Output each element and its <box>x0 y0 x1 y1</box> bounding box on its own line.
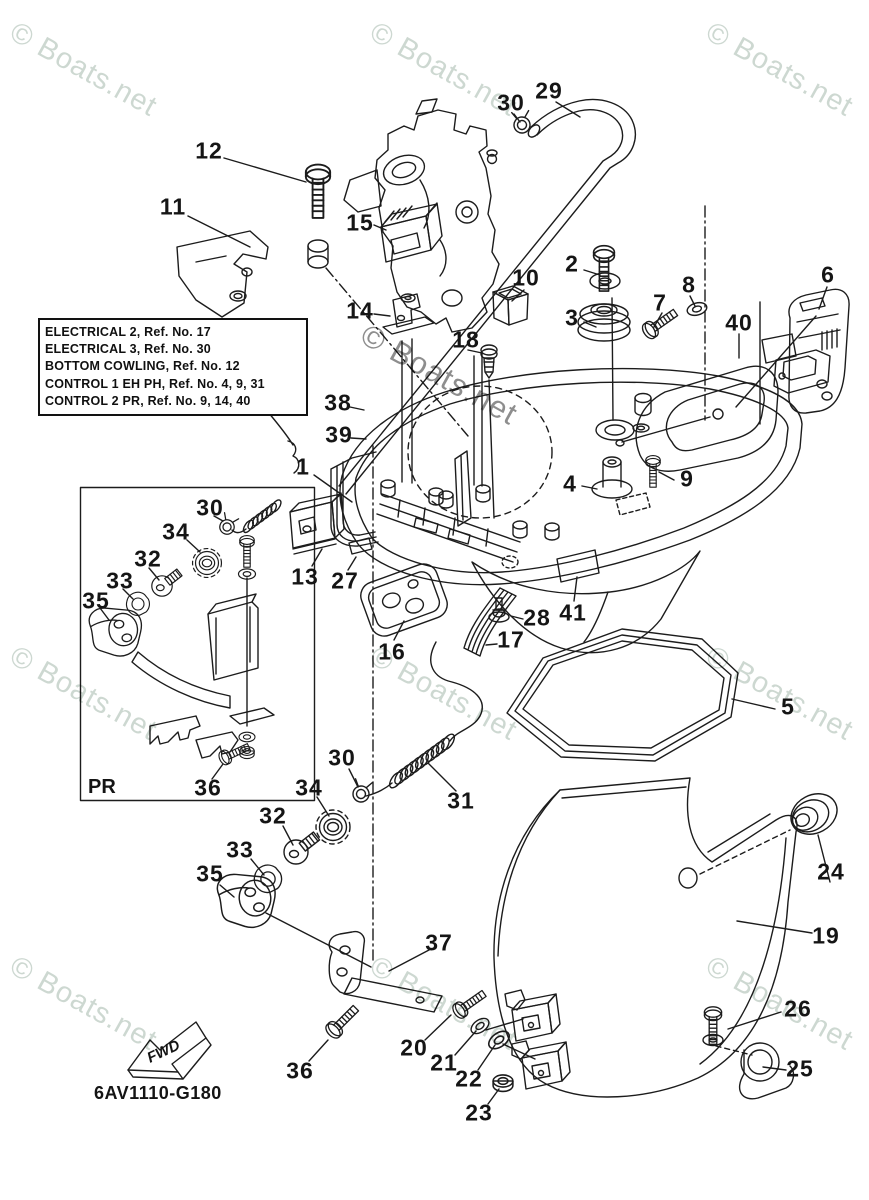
part-label-35: 35 <box>196 860 224 887</box>
part-label-17: 17 <box>497 626 525 653</box>
part-label-23: 23 <box>465 1099 493 1126</box>
reference-line: BOTTOM COWLING, Ref. No. 12 <box>45 359 240 374</box>
part-label-24: 24 <box>817 858 845 885</box>
part-label-37: 37 <box>425 929 453 956</box>
part-15-damper <box>380 202 443 263</box>
pan-front-parts <box>289 492 701 657</box>
part-label-32: 32 <box>259 802 287 829</box>
part-label-3: 3 <box>565 304 579 331</box>
part-label-9: 9 <box>680 465 694 492</box>
part-3-grommet <box>577 303 631 342</box>
part-40-plate <box>761 333 797 364</box>
part-label-16: 16 <box>378 638 406 665</box>
part-label-41: 41 <box>559 599 587 626</box>
part-label-30: 30 <box>196 494 224 521</box>
cover-clamp-plates <box>504 989 571 1090</box>
part-label-6: 6 <box>821 261 835 288</box>
part-label-34: 34 <box>162 518 190 545</box>
gasket-5 <box>506 628 739 762</box>
part-label-36: 36 <box>194 774 222 801</box>
part-label-5: 5 <box>781 693 795 720</box>
part-24-grommet <box>790 793 838 835</box>
part-label-13: 13 <box>291 563 319 590</box>
part-label-27: 27 <box>331 567 359 594</box>
part-label-12: 12 <box>195 137 223 164</box>
reference-box: ELECTRICAL 2, Ref. No. 17 ELECTRICAL 3, R… <box>38 318 308 417</box>
construction-lines <box>246 205 817 1060</box>
part-label-8: 8 <box>682 271 696 298</box>
part-label-29: 29 <box>535 77 563 104</box>
part-label-34: 34 <box>295 774 323 801</box>
part-11-bracket <box>176 230 269 318</box>
part-label-10: 10 <box>512 264 540 291</box>
inset-pr-box <box>79 486 316 802</box>
part-31-cable-tube <box>388 733 456 789</box>
reference-line: CONTROL 1 EH PH, Ref. No. 4, 9, 31 <box>45 376 265 391</box>
inset-variant-label: PR <box>88 776 116 798</box>
part-label-7: 7 <box>653 289 667 316</box>
control-cable-set <box>215 641 483 1042</box>
part-10-plug <box>492 285 529 326</box>
leader-lines <box>99 101 831 1105</box>
part-label-33: 33 <box>106 567 134 594</box>
part-label-4: 4 <box>563 470 577 497</box>
part-label-28: 28 <box>523 604 551 631</box>
part-label-20: 20 <box>400 1034 428 1061</box>
reference-line: ELECTRICAL 2, Ref. No. 17 <box>45 325 211 339</box>
part-label-36: 36 <box>286 1057 314 1084</box>
part-label-15: 15 <box>346 209 374 236</box>
part-25-bracket <box>739 1042 795 1100</box>
cover-hardware <box>449 793 838 1100</box>
part-label-1: 1 <box>296 453 310 480</box>
part-label-2: 2 <box>565 250 579 277</box>
side-cover-19 <box>493 777 798 1098</box>
part-label-32: 32 <box>134 545 162 572</box>
reference-line: CONTROL 2 PR, Ref. No. 9, 14, 40 <box>45 393 251 408</box>
part-label-25: 25 <box>786 1055 814 1082</box>
inset-cable-tube <box>242 499 282 534</box>
reference-line: ELECTRICAL 3, Ref. No. 30 <box>45 342 211 357</box>
part-label-33: 33 <box>226 836 254 863</box>
part-label-35: 35 <box>82 587 110 614</box>
part-label-18: 18 <box>452 326 480 353</box>
part-label-39: 39 <box>325 421 353 448</box>
part-label-38: 38 <box>324 389 352 416</box>
top-hardware <box>480 244 850 414</box>
part-label-30: 30 <box>497 89 525 116</box>
part-14-bracket <box>382 293 435 335</box>
bottom-cowling-pan <box>330 365 803 586</box>
engine-block-drawing <box>343 98 500 333</box>
part-label-26: 26 <box>784 995 812 1022</box>
diagram-code: 6AV1110-G180 <box>94 1083 222 1103</box>
hose-29 <box>338 98 636 495</box>
part-label-14: 14 <box>346 297 374 324</box>
part-label-19: 19 <box>812 922 840 949</box>
inset-bracket <box>131 593 275 759</box>
part-6-latch <box>773 288 850 414</box>
part-12-bolt <box>304 163 332 269</box>
part-label-22: 22 <box>455 1065 483 1092</box>
part-label-21: 21 <box>430 1049 458 1076</box>
part-18-screw <box>480 344 498 379</box>
part-label-30: 30 <box>328 744 356 771</box>
part-label-40: 40 <box>725 309 753 336</box>
part-label-31: 31 <box>447 787 475 814</box>
part-label-11: 11 <box>159 193 187 220</box>
